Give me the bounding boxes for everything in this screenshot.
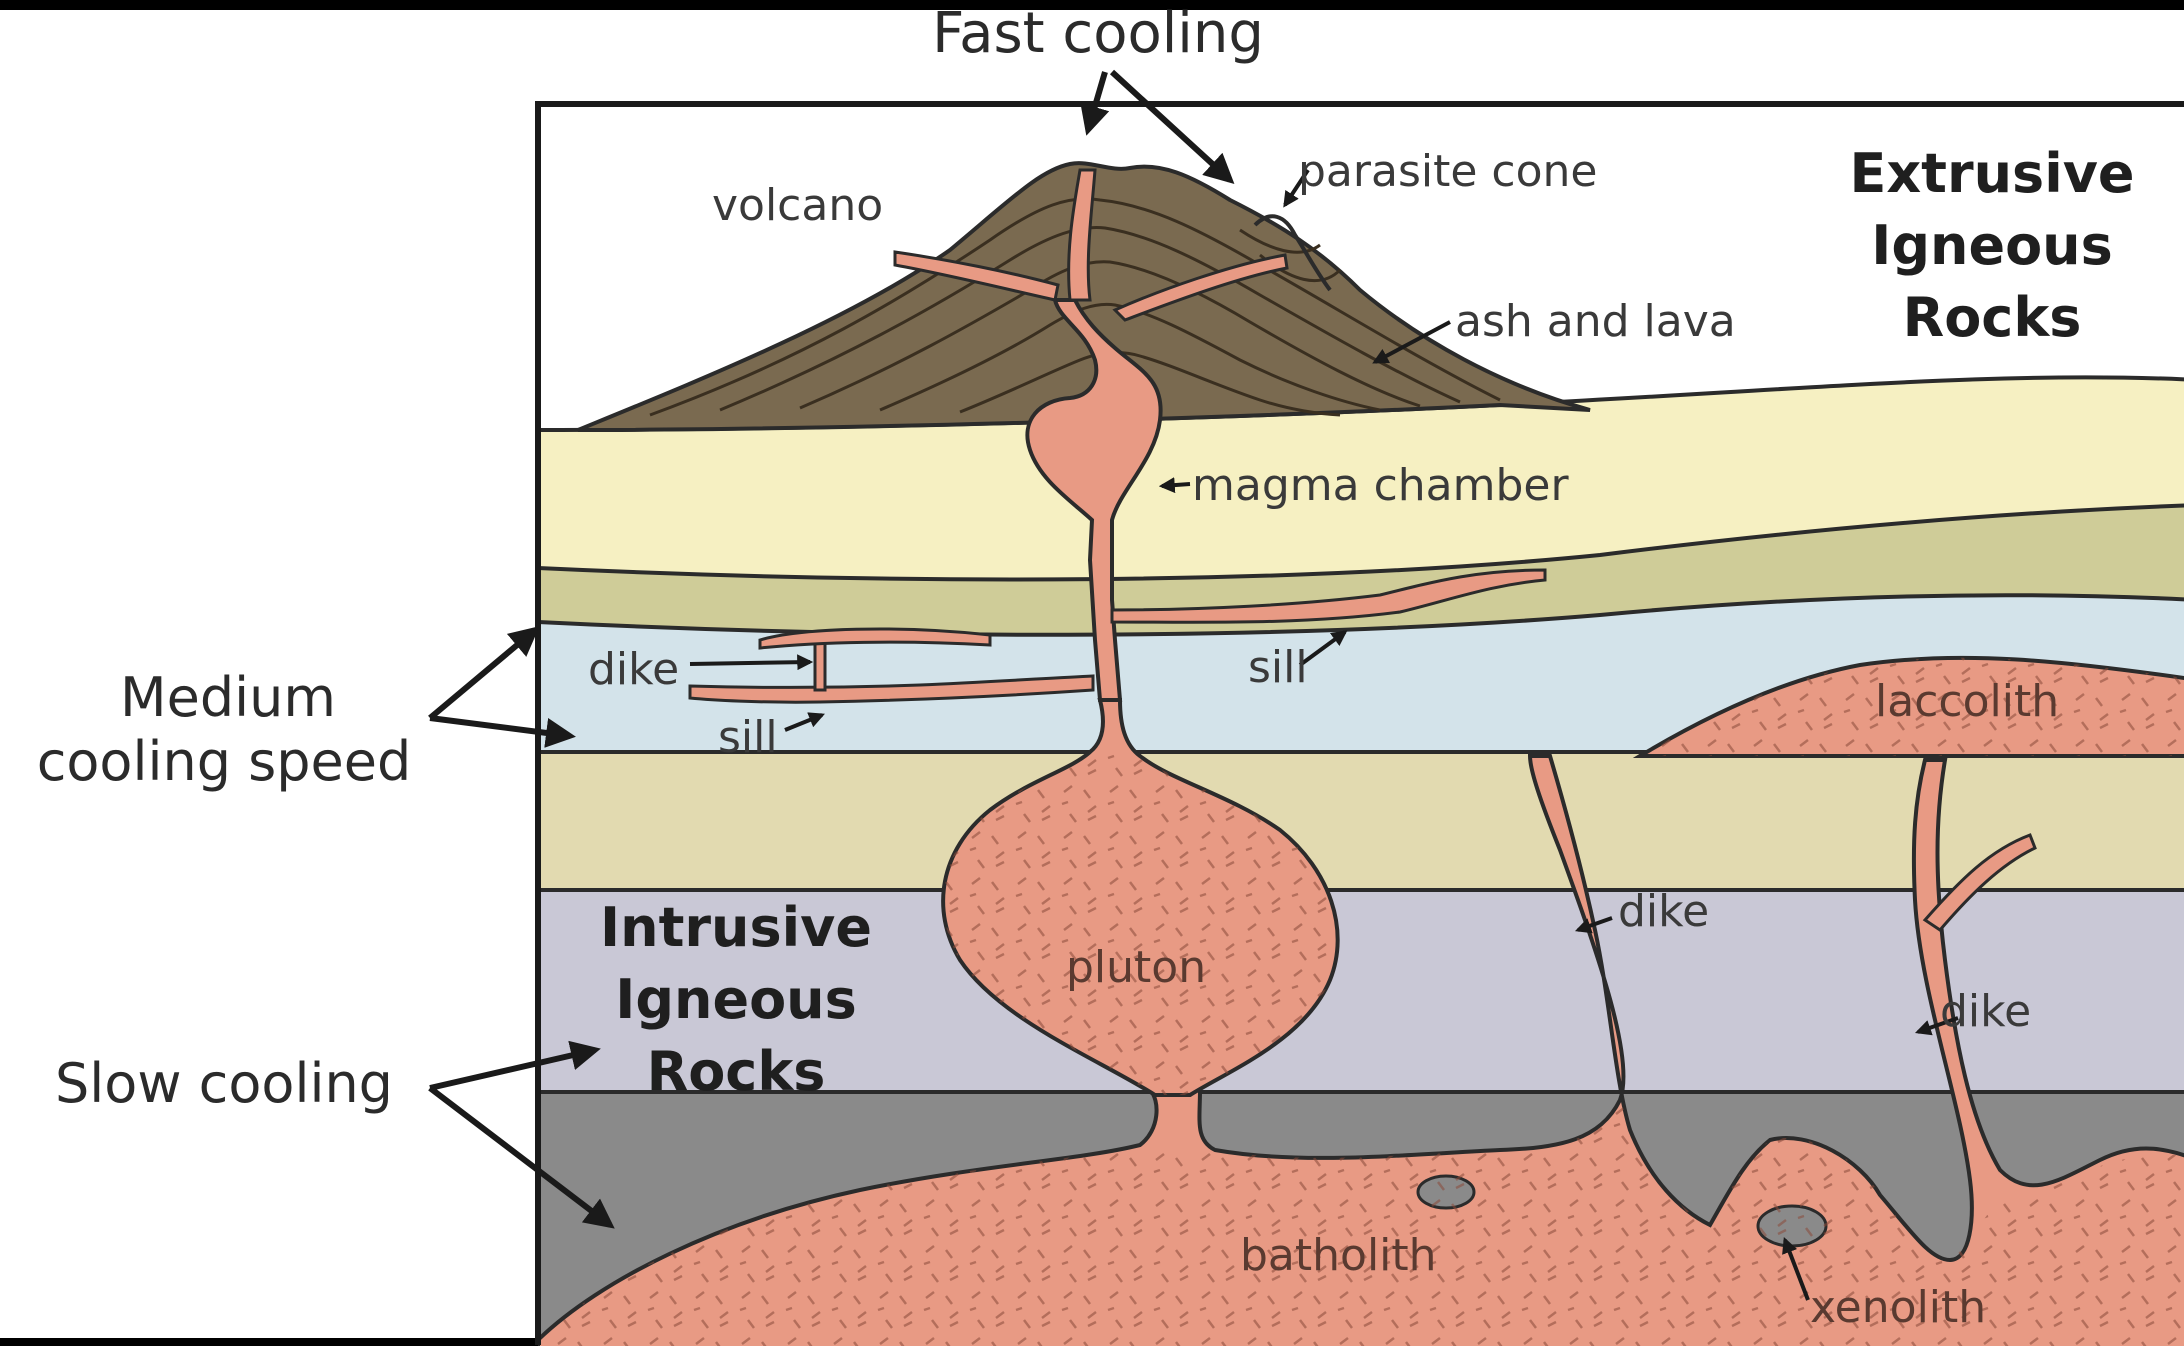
extrusive-title-line1: Extrusive	[1849, 142, 2134, 205]
pluton-label: pluton	[1066, 942, 1206, 993]
intrusive-title-line2: Igneous	[615, 968, 857, 1031]
sill-left-label: sill	[718, 712, 778, 763]
slow-cooling-label: Slow cooling	[55, 1052, 393, 1115]
dike-left-label: dike	[588, 644, 679, 695]
intrusive-title-line3: Rocks	[647, 1040, 826, 1103]
magma-chamber-label: magma chamber	[1192, 460, 1569, 511]
sill-right-label: sill	[1248, 642, 1308, 693]
medium-cooling-label-line2: cooling speed	[37, 730, 412, 793]
intrusive-title-line1: Intrusive	[600, 896, 872, 959]
extrusive-title-line3: Rocks	[1903, 286, 2082, 349]
ash-and-lava-label: ash and lava	[1455, 296, 1736, 347]
dike-mid-label: dike	[1618, 886, 1709, 937]
dike-right-label: dike	[1940, 986, 2031, 1037]
extrusive-title-line2: Igneous	[1871, 214, 2113, 277]
medium-cooling-label-line1: Medium	[120, 666, 336, 729]
laccolith-label: laccolith	[1875, 676, 2059, 727]
fast-cooling-label: Fast cooling	[932, 1, 1264, 66]
batholith-label: batholith	[1240, 1230, 1437, 1281]
volcano-label: volcano	[712, 180, 883, 231]
xenolith-label: xenolith	[1810, 1282, 1986, 1333]
parasite-cone-label: parasite cone	[1298, 146, 1597, 197]
